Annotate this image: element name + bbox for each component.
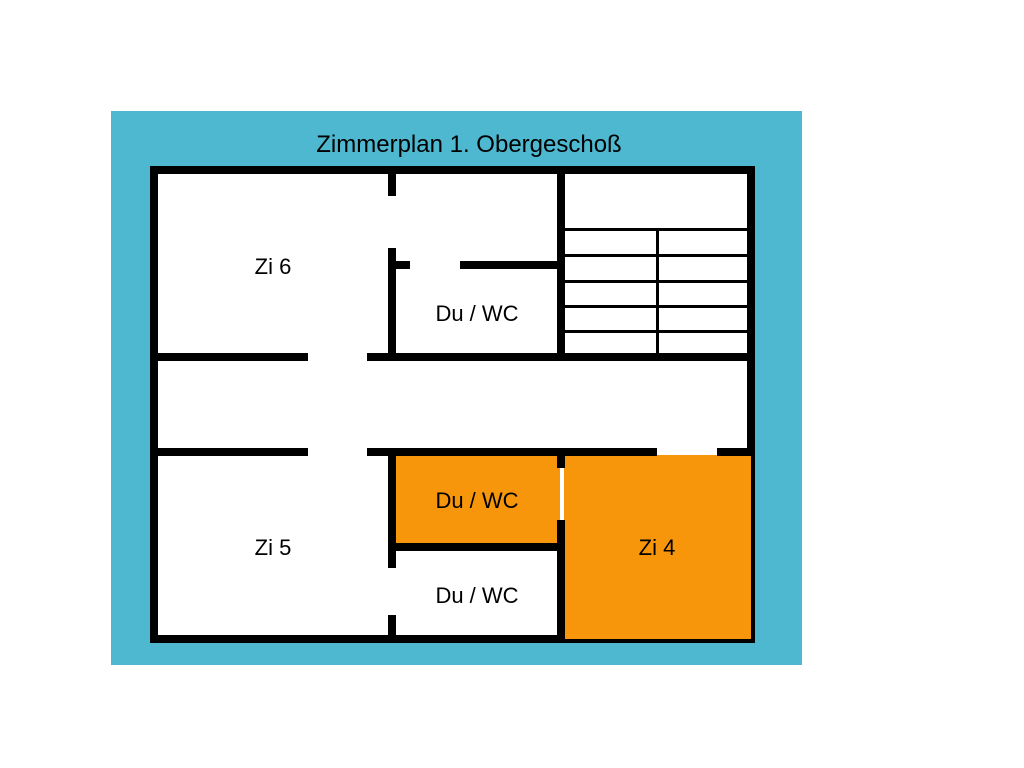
wall-segment: [557, 448, 565, 468]
plan-title: Zimmerplan 1. Obergeschoß: [316, 131, 621, 158]
room-zi4[interactable]: [564, 455, 751, 639]
room-bath-mid[interactable]: [394, 455, 560, 546]
wall-segment: [388, 170, 396, 196]
room-label-bath-bottom: Du / WC: [435, 583, 518, 608]
wall-segment: [460, 261, 564, 269]
staircase: [565, 228, 751, 356]
room-label-zi4: Zi 4: [639, 535, 676, 560]
room-label-zi6: Zi 6: [255, 254, 292, 279]
wall-segment: [388, 248, 396, 357]
room-label-bath-mid: Du / WC: [435, 488, 518, 513]
room-label-bath-top: Du / WC: [435, 301, 518, 326]
stair-divider: [656, 228, 659, 356]
wall-segment: [557, 170, 565, 232]
wall-segment: [388, 261, 410, 269]
wall-segment: [388, 543, 564, 551]
wall-segment: [388, 615, 396, 643]
wall-segment: [557, 520, 565, 643]
interior-walls: [154, 170, 751, 643]
room-label-zi5: Zi 5: [255, 535, 292, 560]
wall-segment: [388, 448, 396, 568]
wall-segment: [717, 448, 751, 456]
wall-segment: [154, 448, 308, 456]
wall-segment: [154, 353, 308, 361]
wall-segment: [557, 228, 565, 361]
wall-segment: [367, 448, 657, 456]
